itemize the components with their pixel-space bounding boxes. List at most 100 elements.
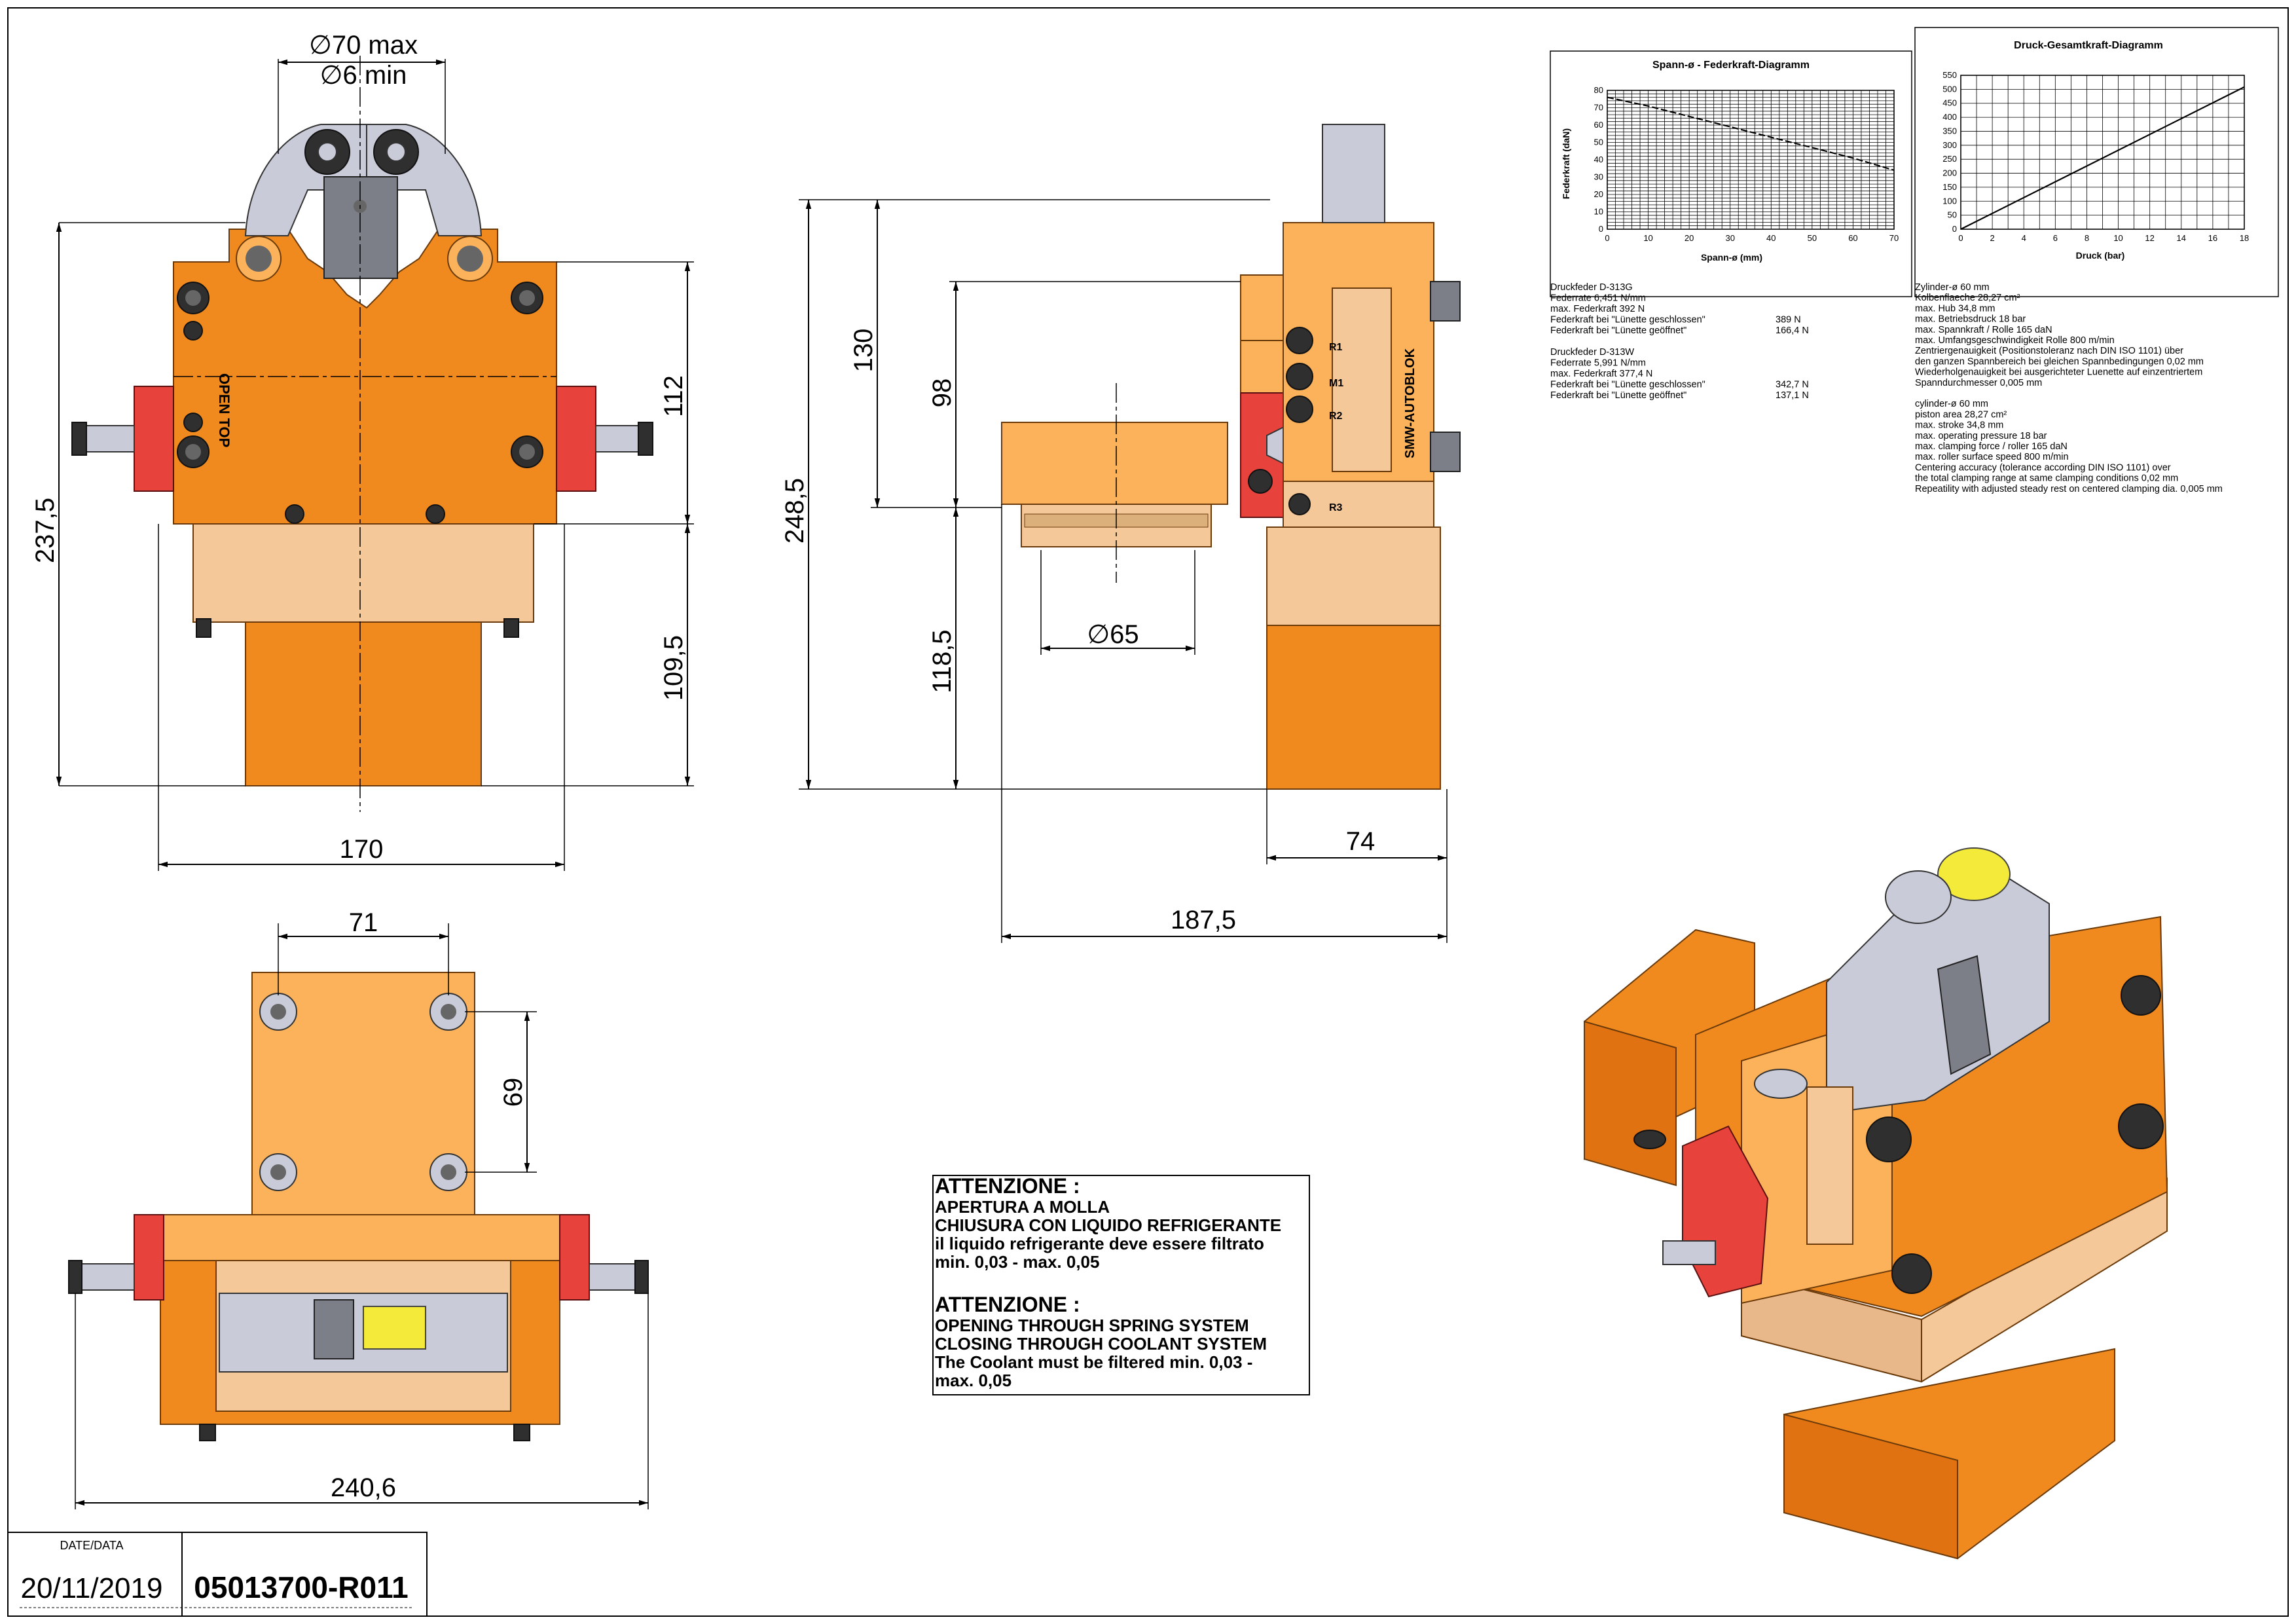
dim-bottom-69: 69 [499, 1078, 528, 1107]
x-tick-label: 20 [1685, 233, 1694, 243]
y-tick-label: 300 [1942, 140, 1957, 150]
spec-right-line: max. Betriebsdruck 18 bar [1915, 314, 2026, 325]
y-tick-label: 0 [1952, 224, 1957, 234]
spec-left-label: Federkraft bei "Lünette geschlossen" [1550, 380, 1705, 390]
x-tick-label: 70 [1889, 233, 1899, 243]
dim-side-width-total: 187,5 [1171, 906, 1236, 934]
side-arm-block [1001, 422, 1228, 505]
date-label: DATE/DATA [60, 1539, 123, 1552]
spec-right-line: Wiederholgenauigkeit bei ausgerichteter … [1915, 367, 2202, 378]
y-tick-label: 100 [1942, 196, 1957, 206]
dim-side-118: 118,5 [928, 629, 957, 693]
spec-right-line: piston area 28,27 cm² [1915, 409, 2007, 420]
front-center-block [323, 176, 398, 279]
dim-front-height-upper: 112 [659, 375, 688, 417]
chart-1-ylabel: Federkraft (daN) [1561, 128, 1571, 199]
y-tick-label: 20 [1594, 189, 1603, 199]
warning-it-line-1: APERTURA A MOLLA [935, 1197, 1110, 1217]
y-tick-label: 10 [1594, 207, 1603, 217]
warning-it-heading: ATTENZIONE : [935, 1174, 1080, 1198]
chart-1-series [1607, 96, 1895, 171]
spec-right-line: max. operating pressure 18 bar [1915, 431, 2047, 441]
spec-left-label: Federkraft bei "Lünette geöffnet" [1550, 325, 1686, 336]
spec-left-value: 342,7 N [1776, 380, 1809, 390]
bottom-view: 71 69 240,6 [68, 908, 649, 1509]
y-tick-label: 400 [1942, 112, 1957, 122]
dim-front-width: 170 [340, 835, 384, 864]
iso-yellow-roller [1937, 847, 2011, 901]
y-tick-label: 200 [1942, 168, 1957, 178]
chart-1-title: Spann-ø - Federkraft-Diagramm [1652, 60, 1810, 71]
dim-side-diameter: ∅65 [1087, 620, 1139, 649]
dim-side-98: 98 [928, 378, 957, 408]
side-shank [1266, 625, 1441, 790]
x-tick-label: 50 [1808, 233, 1817, 243]
spec-right-line: Zentriergenauigkeit (Positionstoleranz n… [1915, 346, 2183, 356]
spec-left-label: Federkraft bei "Lünette geöffnet" [1550, 390, 1686, 401]
y-tick-label: 70 [1594, 103, 1603, 113]
x-tick-label: 0 [1958, 233, 1963, 243]
spec-left-label: Federrate 6,451 N/mm [1550, 293, 1646, 304]
front-base-plate [192, 523, 534, 623]
warning-it-line-3: il liquido refrigerante deve essere filt… [935, 1234, 1264, 1253]
front-left-clamp [134, 386, 174, 492]
y-tick-label: 50 [1594, 138, 1603, 147]
bottom-yellow-roller [363, 1306, 426, 1350]
y-tick-label: 30 [1594, 172, 1603, 182]
front-view: OPEN TOP ∅70 max ∅6 min 237,5 112 109,5 … [31, 31, 694, 871]
x-tick-label: 16 [2208, 233, 2217, 243]
isometric-view [1584, 847, 2168, 1560]
spec-right-line: Centering accuracy (tolerance according … [1915, 462, 2171, 473]
port-r3: R3 [1329, 502, 1343, 513]
title-block: DATE/DATA 20/11/2019 05013700-R011 [7, 1532, 428, 1617]
x-tick-label: 6 [2053, 233, 2058, 243]
x-tick-label: 0 [1605, 233, 1609, 243]
dim-side-130: 130 [849, 329, 878, 373]
warning-it-line-2: CHIUSURA CON LIQUIDO REFRIGERANTE [935, 1215, 1281, 1235]
chart-1: Spann-ø - Federkraft-Diagramm 0 10 20 30 40 5… [1550, 50, 1912, 297]
front-right-clamp [556, 386, 596, 492]
y-tick-label: 250 [1942, 154, 1957, 164]
brand-label: SMW-AUTOBLOK [1403, 348, 1417, 458]
side-plate [1332, 287, 1392, 472]
plot-frame [1960, 75, 2245, 230]
spec-right-line: max. Spannkraft / Rolle 165 daN [1915, 325, 2052, 335]
y-tick-label: 350 [1942, 126, 1957, 136]
y-tick-label: 450 [1942, 98, 1957, 108]
dim-side-74: 74 [1346, 827, 1376, 856]
x-tick-label: 14 [2177, 233, 2186, 243]
warning-en-line-1: OPENING THROUGH SPRING SYSTEM [935, 1316, 1249, 1335]
y-tick-label: 40 [1594, 155, 1603, 164]
front-shank [245, 621, 482, 786]
chart-2-title: Druck-Gesamtkraft-Diagramm [2014, 40, 2163, 51]
spec-left-value: 166,4 N [1776, 325, 1809, 336]
warning-en-line-3: The Coolant must be filtered min. 0,03 - [935, 1352, 1252, 1372]
sheet-border [7, 7, 2289, 1617]
warning-en-heading: ATTENZIONE : [935, 1293, 1080, 1316]
spec-right-line: Kolbenflaeche 28,27 cm² [1915, 293, 2020, 303]
spec-right-line: den ganzen Spannbereich bei gleichen Spa… [1915, 356, 2204, 367]
chart-2-xlabel: Druck (bar) [2076, 250, 2125, 261]
warning-en-line-2: CLOSING THROUGH COOLANT SYSTEM [935, 1334, 1267, 1354]
side-base-plate [1266, 526, 1441, 626]
drawing-number: 05013700-R011 [194, 1570, 408, 1604]
dim-jaw-max: ∅70 max [309, 31, 418, 60]
y-tick-label: 150 [1942, 182, 1957, 192]
x-tick-label: 12 [2145, 233, 2154, 243]
drawing-date: 20/11/2019 [21, 1572, 163, 1604]
spec-left-label: Druckfeder D-313W [1550, 347, 1634, 358]
side-view: R1 M1 R2 R3 SMW-AUTOBLOK 248,5 130 98 11… [780, 124, 1461, 943]
spec-right-line: max. Hub 34,8 mm [1915, 303, 1995, 314]
port-r2: R2 [1329, 411, 1343, 422]
warning-en-line-4: max. 0,05 [935, 1371, 1011, 1390]
x-tick-label: 18 [2240, 233, 2249, 243]
dim-bottom-width-total: 240,6 [331, 1473, 396, 1502]
spec-right-line: Repeatility with adjusted steady rest on… [1915, 484, 2223, 494]
spec-right-line: Zylinder-ø 60 mm [1915, 282, 1990, 293]
x-tick-label: 40 [1766, 233, 1776, 243]
bottom-top-rail [160, 1214, 560, 1261]
spec-right-line: max. roller surface speed 800 m/min [1915, 452, 2069, 462]
spec-left-label: max. Federkraft 392 N [1550, 304, 1645, 314]
